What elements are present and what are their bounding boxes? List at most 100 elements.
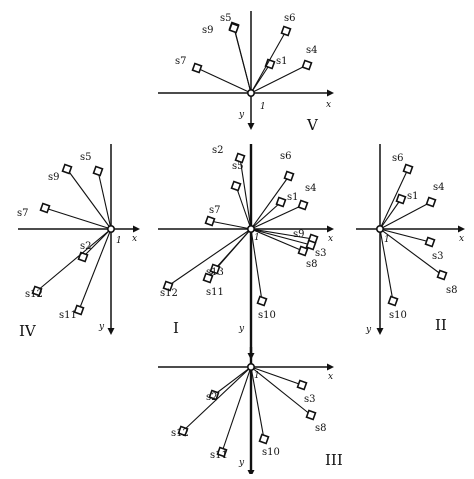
x-axis-arrowhead xyxy=(327,225,334,233)
panel-title: V xyxy=(306,116,319,134)
point-label-s11: s11 xyxy=(206,287,224,298)
y-axis-label: y xyxy=(238,324,245,334)
vector-line-s10 xyxy=(250,228,263,302)
point-label-s1: s1 xyxy=(287,192,299,203)
point-marker-s6 xyxy=(402,163,414,175)
point-label-s5: s5 xyxy=(220,13,232,24)
point-label-s4: s4 xyxy=(433,182,445,193)
point-marker-s11 xyxy=(216,446,228,458)
x-axis-label: x xyxy=(326,100,331,110)
vector-line-s8 xyxy=(250,366,312,416)
panel-title: IV xyxy=(19,322,37,340)
vector-line-s11 xyxy=(78,228,112,311)
point-marker-s12 xyxy=(162,280,174,292)
x-axis-arrowhead xyxy=(458,225,465,233)
point-marker-s4 xyxy=(301,59,313,71)
point-label-s10: s10 xyxy=(258,310,276,321)
y-axis-label: y xyxy=(238,458,245,468)
point-label-s2: s2 xyxy=(212,145,224,156)
x-axis-arrowhead xyxy=(327,363,334,371)
vector-line-s12 xyxy=(167,228,252,287)
point-marker-s7 xyxy=(39,202,51,214)
point-label-s9: s9 xyxy=(202,25,214,36)
origin-marker xyxy=(107,225,116,234)
x-axis-label: x xyxy=(328,234,333,244)
point-marker-s12 xyxy=(177,425,189,437)
vector-line-s1 xyxy=(379,198,402,230)
vector-line-s3 xyxy=(379,228,431,243)
vector-line-s2 xyxy=(239,157,252,230)
point-label-s5: s5 xyxy=(80,152,92,163)
point-label-s3: s3 xyxy=(304,394,316,405)
point-label-s12: s12 xyxy=(160,288,178,299)
point-label-s12: s12 xyxy=(171,428,189,439)
point-marker-s4 xyxy=(297,199,309,211)
point-label-s7: s7 xyxy=(209,205,221,216)
point-label-s9: s9 xyxy=(48,172,60,183)
point-label-s2: s2 xyxy=(80,241,92,252)
point-marker-s9 xyxy=(228,22,240,34)
point-label-s4: s4 xyxy=(306,45,318,56)
point-marker-s10 xyxy=(387,295,399,307)
point-marker-s1 xyxy=(264,58,276,70)
point-label-s3: s3 xyxy=(315,248,327,259)
point-marker-s2 xyxy=(234,152,246,164)
point-label-s13: s13 xyxy=(206,267,224,278)
point-label-s12: s12 xyxy=(25,289,43,300)
panel-title: II xyxy=(435,316,447,334)
vector-line-s8 xyxy=(379,228,443,276)
x-axis-label: x xyxy=(328,372,333,382)
vector-line-s9 xyxy=(250,228,312,246)
point-marker-s3 xyxy=(296,379,308,391)
origin-marker xyxy=(247,362,256,371)
vector-line-s6 xyxy=(250,30,287,94)
vector-line-s10 xyxy=(379,228,394,302)
point-label-s1: s1 xyxy=(407,191,419,202)
vector-line-s1 xyxy=(250,201,282,230)
point-label-s7: s7 xyxy=(175,56,187,67)
point-marker-s7 xyxy=(191,62,203,74)
point-marker-s10 xyxy=(256,295,268,307)
vector-line-s10 xyxy=(250,366,265,440)
point-label-s8: s8 xyxy=(306,259,318,270)
point-label-s11: s11 xyxy=(210,450,228,461)
point-label-s3: s3 xyxy=(432,251,444,262)
vector-line-s12 xyxy=(36,228,112,292)
origin-label: 1 xyxy=(254,371,260,381)
vector-line-s4 xyxy=(379,201,432,230)
x-axis-arrowhead xyxy=(133,225,140,233)
origin-label: 1 xyxy=(116,236,122,246)
vector-line-s9 xyxy=(233,27,252,94)
x-axis-arrowhead xyxy=(327,89,334,97)
point-marker-s8 xyxy=(305,409,317,421)
vector-line-s12 xyxy=(182,366,252,432)
origin-marker xyxy=(247,225,256,234)
vector-line-s11 xyxy=(221,366,252,453)
point-marker-s7 xyxy=(204,215,216,227)
vector-line-s7 xyxy=(44,207,112,230)
point-label-s6: s6 xyxy=(280,151,292,162)
y-axis-arrowhead xyxy=(247,470,255,477)
vector-line-s5 xyxy=(235,185,252,230)
origin-label: 1 xyxy=(260,102,266,112)
point-marker-s8 xyxy=(297,245,309,257)
y-axis-label: y xyxy=(238,110,245,120)
point-label-s1: s1 xyxy=(276,56,288,67)
panel-title: I xyxy=(173,319,179,337)
origin-marker xyxy=(247,89,256,98)
point-marker-s1 xyxy=(395,193,407,205)
y-axis-arrowhead xyxy=(247,123,255,130)
point-marker-s11 xyxy=(73,304,85,316)
point-label-s6: s6 xyxy=(392,153,404,164)
point-marker-s6 xyxy=(280,25,292,37)
x-axis-label: x xyxy=(132,234,137,244)
point-marker-s2 xyxy=(77,251,89,263)
vector-line-s4 xyxy=(250,64,308,94)
vector-line-s7 xyxy=(209,220,252,230)
y-axis-label: y xyxy=(98,322,105,332)
point-marker-s12 xyxy=(31,285,43,297)
vector-line-s13 xyxy=(214,228,252,270)
